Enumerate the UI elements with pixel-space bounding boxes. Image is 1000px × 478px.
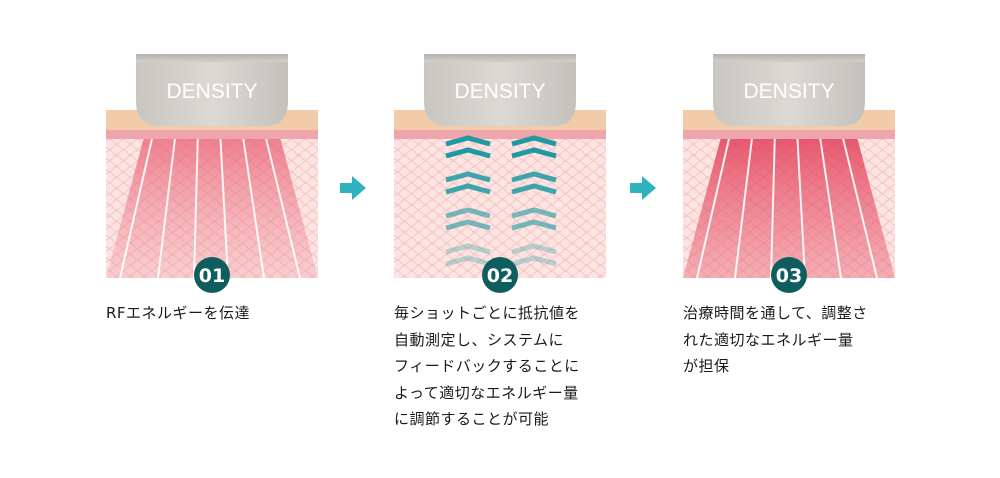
device-tip xyxy=(136,54,288,126)
step-number: 01 xyxy=(199,265,225,287)
right-arrow-icon xyxy=(630,176,656,200)
device-brand: DENSITY xyxy=(743,80,834,103)
step-caption: 治療時間を通して、調整さ れた適切なエネルギー量 が担保 xyxy=(683,300,923,380)
step-caption-text: 治療時間を通して、調整さ れた適切なエネルギー量 が担保 xyxy=(683,304,868,375)
rf-energy-beam xyxy=(683,130,895,278)
feedback-chevrons xyxy=(445,135,557,267)
step-caption-text: RFエネルギーを伝達 xyxy=(106,304,251,322)
device-tip xyxy=(424,54,576,126)
skin-band xyxy=(394,130,606,139)
device-tip xyxy=(713,54,865,126)
skin-band xyxy=(683,130,895,139)
step-badge xyxy=(482,257,518,293)
right-arrow-icon xyxy=(340,176,366,200)
step-caption: RFエネルギーを伝達 xyxy=(106,300,346,327)
rf-energy-lines xyxy=(696,129,878,279)
step-panel-03: DENSITY 03 治療時間を通して、調整さ れた適切なエネルギー量 が担保 xyxy=(683,0,913,478)
impedance-illustration-02: DENSITY 02 xyxy=(394,54,606,293)
rf-energy-beam xyxy=(106,130,318,278)
step-panel-02: DENSITY 02 毎ショットごとに抵抗値を 自動測定し、システムに フィード… xyxy=(394,0,624,478)
step-caption-text: 毎ショットごとに抵抗値を 自動測定し、システムに フィードバックすることに よっ… xyxy=(394,304,581,428)
step-number: 02 xyxy=(487,265,513,287)
rf-energy-lines xyxy=(119,129,301,279)
device-brand: DENSITY xyxy=(454,80,545,103)
step-number: 03 xyxy=(776,265,802,287)
step-badge xyxy=(771,257,807,293)
device-brand: DENSITY xyxy=(166,80,257,103)
skin-band xyxy=(106,130,318,139)
step-badge xyxy=(194,257,230,293)
step-panel-01: DENSITY 01 RFエネルギーを伝達 xyxy=(106,0,336,478)
rf-illustration-03: DENSITY 03 xyxy=(683,54,895,293)
rf-illustration-01: DENSITY 01 xyxy=(106,54,318,293)
step-caption: 毎ショットごとに抵抗値を 自動測定し、システムに フィードバックすることに よっ… xyxy=(394,300,634,433)
